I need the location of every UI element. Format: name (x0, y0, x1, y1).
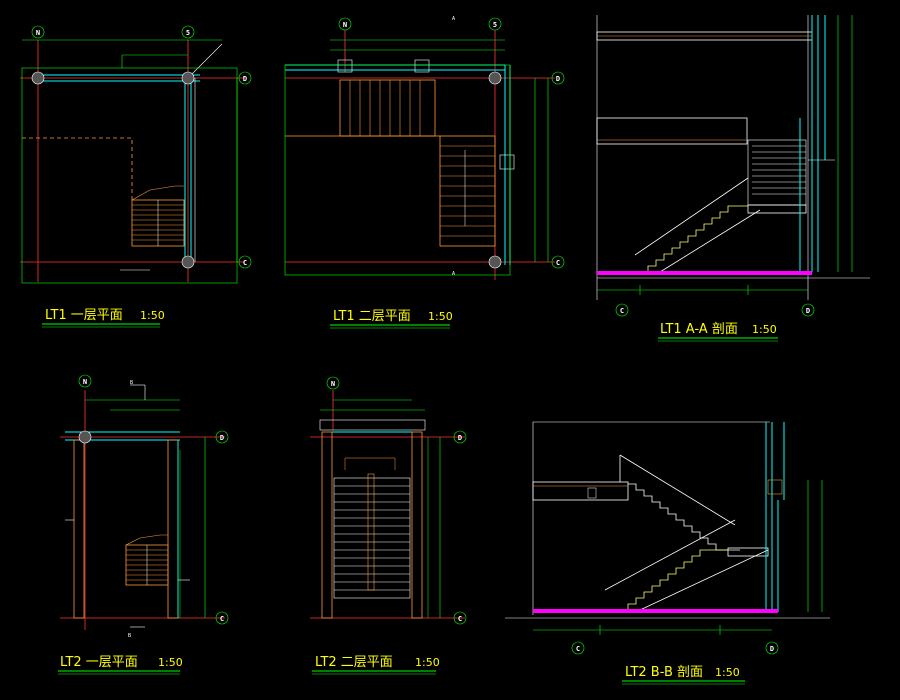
grid-label-c: C (458, 615, 462, 623)
drawing-title: LT2 B-B 剖面 (625, 665, 703, 680)
drawing-scale: 1:50 (140, 309, 165, 322)
grid-label-c: C (620, 307, 624, 315)
lt2-section-bb: C D LT2 B-B 剖面 1:50 (505, 421, 830, 685)
lt1-1f-stair-treads (131, 185, 185, 247)
drawing-title: LT2 二层平面 (315, 655, 393, 670)
grid-label-n: N (343, 21, 347, 29)
grid-label-c: C (243, 259, 247, 267)
lt1-aa-stair-upper (747, 139, 807, 206)
grid-label-d: D (243, 75, 247, 83)
lt1-first-floor-plan: N 5 D C LT1 一层平面 1:50 (20, 25, 252, 328)
section-mark-a: A (452, 16, 455, 22)
section-mark-a: A (452, 271, 455, 277)
lt1-2f-stair-treads (285, 79, 496, 247)
grid-label-5: 5 (186, 29, 190, 37)
drawing-scale: 1:50 (158, 656, 183, 669)
drawing-title: LT1 一层平面 (45, 308, 123, 323)
lt2-2f-stair-treads (333, 457, 411, 599)
grid-label-d: D (770, 645, 774, 653)
grid-label-d: D (220, 434, 224, 442)
grid-label-d: D (458, 434, 462, 442)
drawing-scale: 1:50 (752, 323, 777, 336)
drawing-title: LT1 A-A 剖面 (660, 322, 738, 337)
grid-label-5: 5 (493, 21, 497, 29)
grid-label-c: C (576, 645, 580, 653)
lt1-second-floor-plan: N 5 D C A A LT1 二层平面 1:50 (284, 16, 565, 329)
drawing-scale: 1:50 (715, 666, 740, 679)
grid-label-d: D (806, 307, 810, 315)
lt1-aa-stair-lower (634, 177, 761, 273)
grid-label-d: D (556, 75, 560, 83)
grid-label-n: N (83, 378, 87, 386)
grid-label-n: N (331, 380, 335, 388)
lt2-bb-stair-upper (619, 454, 740, 551)
lt2-1f-stair-treads (125, 534, 169, 586)
section-mark-b: B (128, 633, 131, 639)
grid-label-n: N (36, 29, 40, 37)
drawing-title: LT2 一层平面 (60, 655, 138, 670)
lt2-first-floor-plan: N D C B B LT2 一层平面 1:50 (58, 374, 229, 675)
drawing-scale: 1:50 (415, 656, 440, 669)
lt2-bb-stair-lower (604, 519, 769, 611)
lt2-second-floor-plan: N D C LT2 二层平面 1:50 (310, 376, 467, 675)
drawing-scale: 1:50 (428, 310, 453, 323)
drawing-title: LT1 二层平面 (333, 309, 411, 324)
grid-label-c: C (556, 259, 560, 267)
lt1-section-aa: C D LT1 A-A 剖面 1:50 (596, 15, 870, 342)
section-mark-b: B (130, 380, 133, 386)
grid-label-c: C (220, 615, 224, 623)
